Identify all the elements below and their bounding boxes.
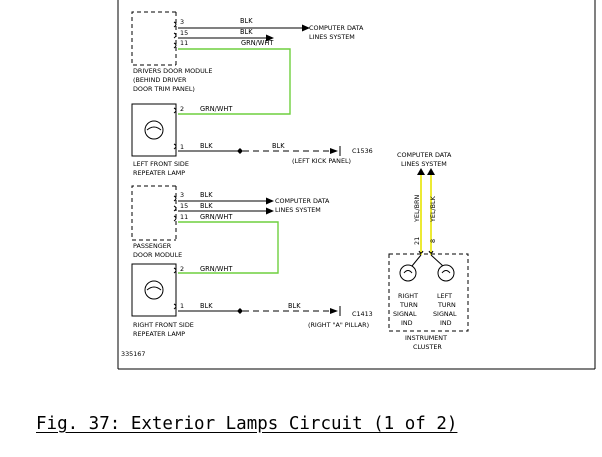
left-lamp-label-2: REPEATER LAMP [133, 169, 185, 177]
figure-caption: Fig. 37: Exterior Lamps Circuit (1 of 2) [36, 414, 458, 434]
cluster-label-1: INSTRUMENT [405, 334, 447, 342]
diagram-frame [117, 0, 596, 370]
left-ind-line-2: TURN [437, 301, 456, 309]
diagram-id: 335167 [121, 350, 145, 358]
passenger-wire-grn-wht: GRN/WHT [200, 213, 233, 221]
driver-wire-grn-wht: GRN/WHT [241, 39, 274, 47]
passenger-door-module: 3 15 11 BLK BLK GRN/WHT PASSENGER DOOR M… [131, 185, 330, 259]
left-lamp-wire-blk-2: BLK [272, 142, 285, 150]
wiring-diagram: 3 15 11 BLK BLK GRN/WHT DRIVERS DOOR MOD… [117, 0, 596, 370]
passenger-wire-blk-1: BLK [200, 191, 213, 199]
driver-door-module: 3 15 11 BLK BLK GRN/WHT DRIVERS DOOR MOD… [131, 11, 364, 93]
right-lamp-wire-grn-wht: GRN/WHT [200, 265, 233, 273]
driver-dest-label-2: LINES SYSTEM [309, 33, 355, 41]
right-lamp-wire-blk-1: BLK [200, 302, 213, 310]
passenger-module-label-2: DOOR MODULE [133, 251, 182, 259]
left-ground-id: C1536 [352, 147, 373, 155]
cluster-wire-yel-brn: YEL/BRN [413, 195, 421, 223]
driver-module-label-3: DOOR TRIM PANEL) [133, 85, 195, 93]
right-lamp-label-1: RIGHT FRONT SIDE [133, 321, 194, 329]
cluster-pin-21: 21 [413, 237, 421, 245]
right-ind-line-1: RIGHT [398, 292, 418, 300]
left-lamp-label-1: LEFT FRONT SIDE [133, 160, 189, 168]
driver-wire-blk-2: BLK [240, 28, 253, 36]
cluster-label-2: CLUSTER [413, 343, 442, 351]
passenger-pin-11: 11 [180, 213, 188, 221]
cluster-top-label-2: LINES SYSTEM [401, 160, 447, 168]
driver-pin-11: 11 [180, 39, 188, 47]
right-ground-id: C1413 [352, 310, 373, 318]
passenger-dest-label-2: LINES SYSTEM [275, 206, 321, 214]
right-lamp-pin-1: 1 [180, 302, 184, 310]
cluster-top-label-1: COMPUTER DATA [397, 151, 452, 159]
right-lamp-pin-2: 2 [180, 265, 184, 273]
left-ground-location: (LEFT KICK PANEL) [292, 157, 351, 165]
cluster-pin-8: 8 [429, 239, 437, 243]
passenger-dest-label-1: COMPUTER DATA [275, 197, 330, 205]
left-lamp-pin-2: 2 [180, 105, 184, 113]
left-lamp-wire-grn-wht: GRN/WHT [200, 105, 233, 113]
passenger-wires [178, 197, 279, 274]
right-lamp-wire-blk-2: BLK [288, 302, 301, 310]
passenger-pin-15: 15 [180, 202, 188, 210]
driver-wire-blk-1: BLK [240, 17, 253, 25]
right-ind-line-2: TURN [399, 301, 418, 309]
left-repeater-lamp: 2 1 GRN/WHT BLK BLK LEFT FRONT SIDE REPE… [131, 103, 373, 177]
right-ind-line-3: SIGNAL [393, 310, 417, 318]
left-ind-line-3: SIGNAL [433, 310, 457, 318]
driver-module-label-2: (BEHIND DRIVER [133, 76, 187, 84]
passenger-module-label-1: PASSENGER [133, 242, 172, 250]
right-ind-line-4: IND [401, 319, 413, 327]
left-ind-line-1: LEFT [437, 292, 452, 300]
right-ground-location: (RIGHT "A" PILLAR) [308, 321, 369, 329]
left-lamp-pin-1: 1 [180, 143, 184, 151]
driver-pin-15: 15 [180, 29, 188, 37]
driver-module-label-1: DRIVERS DOOR MODULE [133, 67, 212, 75]
left-lamp-wire-blk-1: BLK [200, 142, 213, 150]
cluster-wire-yel-blk: YEL/BLK [429, 195, 437, 223]
passenger-wire-blk-2: BLK [200, 202, 213, 210]
instrument-cluster: COMPUTER DATA LINES SYSTEM YEL/BRN YEL/B… [388, 151, 469, 351]
right-repeater-lamp: 2 1 GRN/WHT BLK BLK RIGHT FRONT SIDE REP… [131, 263, 373, 338]
passenger-pin-3: 3 [180, 191, 184, 199]
driver-dest-label-1: COMPUTER DATA [309, 24, 364, 32]
right-lamp-label-2: REPEATER LAMP [133, 330, 185, 338]
left-ind-line-4: IND [440, 319, 452, 327]
driver-wires [178, 24, 310, 115]
driver-pin-3: 3 [180, 18, 184, 26]
